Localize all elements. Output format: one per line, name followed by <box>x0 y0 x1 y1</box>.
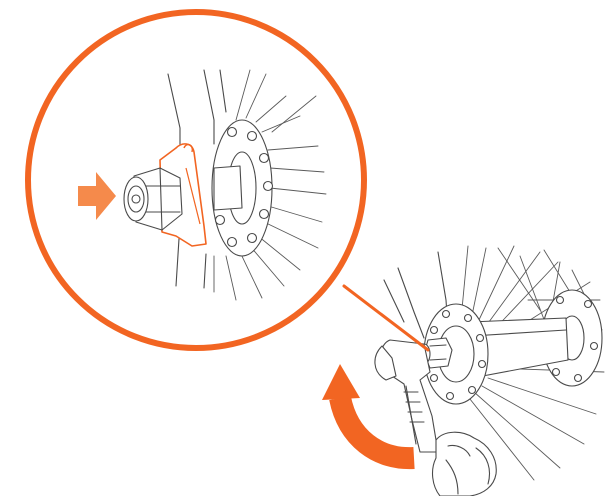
callout-connector-line <box>344 286 428 350</box>
detail-axle-nut <box>124 168 182 230</box>
detail-axle-spacer <box>214 166 242 210</box>
hand <box>433 432 497 496</box>
magnified-detail <box>28 12 364 348</box>
